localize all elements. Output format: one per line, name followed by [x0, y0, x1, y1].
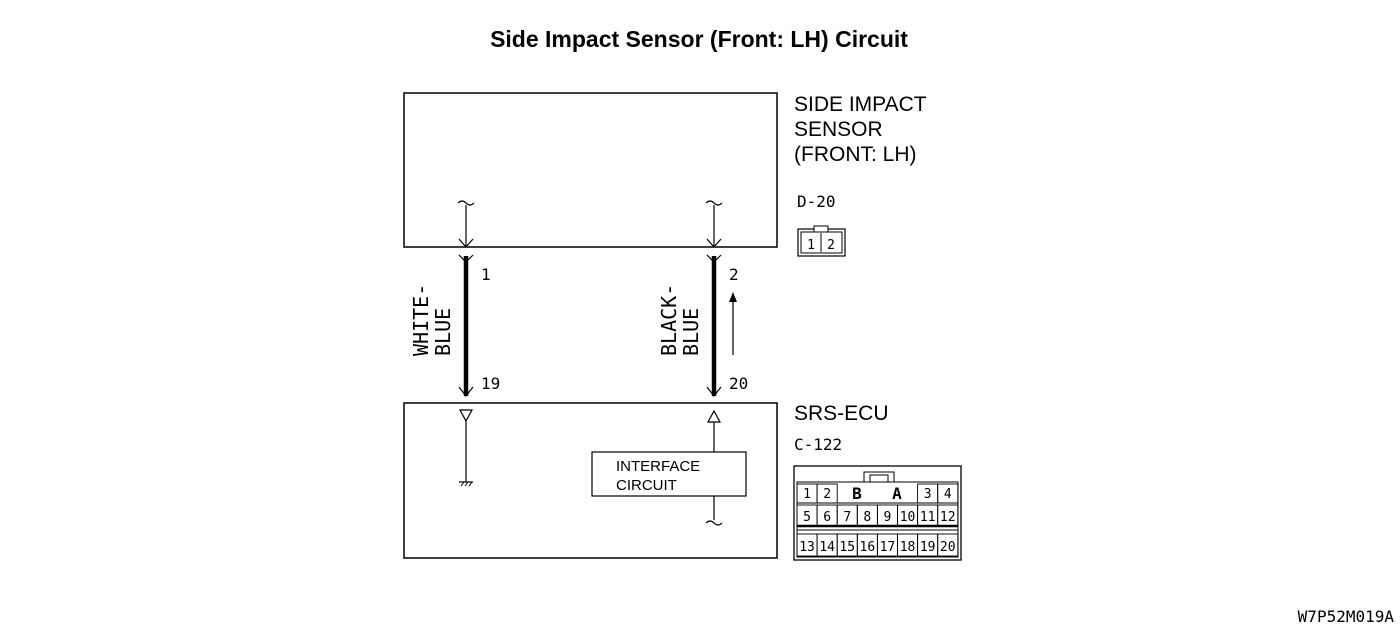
ecu-connector-pin-16: 16: [860, 540, 876, 555]
ecu-connector-pin-5: 5: [803, 510, 811, 525]
ecu-connector-code: C-122: [794, 435, 842, 454]
sensor-connector-code: D-20: [797, 192, 836, 211]
ecu-connector-pin-1: 1: [803, 487, 811, 502]
wire-2-sensor-pin: 2: [729, 265, 739, 284]
ecu-connector-pin-19: 19: [920, 540, 936, 555]
ecu-name: SRS-ECU: [794, 402, 889, 425]
ecu-connector-pin-4-cell: [937, 483, 959, 504]
ecu-box: [403, 402, 778, 559]
sensor-connector-pin-1: 1: [807, 238, 815, 253]
wire-2-color-line-1: BLACK-: [657, 284, 681, 356]
interface-circuit-box: [591, 451, 747, 497]
wire-1-ecu-pin: 19: [481, 374, 500, 393]
ecu-connector-pin-12-cell: [937, 504, 959, 527]
current-direction-arrow: [729, 292, 737, 355]
sensor-name-line-2: SENSOR: [794, 118, 883, 141]
wire-1-color-line-2: BLUE: [431, 308, 455, 356]
sensor-box: [403, 92, 778, 248]
ecu-connector-pin-20-cell: [937, 533, 959, 557]
ecu-connector-pin-13: 13: [799, 540, 815, 555]
wire-2-color-line-2: BLUE: [679, 308, 703, 356]
diagram-title: Side Impact Sensor (Front: LH) Circuit: [490, 26, 908, 52]
ecu-connector-pin-9: 9: [884, 510, 892, 525]
ecu-connector-pin-17: 17: [880, 540, 896, 555]
ecu-connector-pin-18: 18: [900, 540, 916, 555]
wire-1: [457, 200, 475, 487]
ecu-connector-pin-14: 14: [819, 540, 835, 555]
ecu-connector-pin-10: 10: [900, 510, 916, 525]
interface-circuit-line-2: CIRCUIT: [616, 477, 677, 494]
ecu-connector-pin-2: 2: [823, 487, 831, 502]
ecu-connector-label-a: A: [892, 484, 902, 503]
sensor-connector-pin-2: 2: [827, 238, 835, 253]
wire-2: [705, 200, 723, 526]
wire-2-ecu-pin: 20: [729, 374, 748, 393]
ecu-connector-pin-12: 12: [940, 510, 956, 525]
wire-2-color-label: BLACK- BLUE: [657, 284, 703, 356]
ecu-connector-pin-2-cell: [816, 483, 838, 504]
wire-1-sensor-pin: 1: [481, 265, 491, 284]
ecu-connector-pin-7: 7: [843, 510, 851, 525]
ecu-connector-pin-15: 15: [839, 540, 855, 555]
sensor-connector-icon: 1 2: [797, 225, 846, 257]
ecu-connector-pin-4: 4: [944, 487, 952, 502]
wire-1-color-line-1: WHITE-: [409, 284, 433, 356]
ecu-connector-pin-20: 20: [940, 540, 956, 555]
sensor-name-line-3: (FRONT: LH): [794, 143, 917, 166]
ecu-connector-pin-8: 8: [863, 510, 871, 525]
ecu-connector-pin-3: 3: [924, 487, 932, 502]
interface-circuit-line-1: INTERFACE: [616, 458, 700, 475]
ecu-connector-pin-11: 11: [920, 510, 936, 525]
wire-1-color-label: WHITE- BLUE: [409, 284, 455, 356]
ecu-connector-pin-6: 6: [823, 510, 831, 525]
ecu-connector-label-b: B: [852, 484, 862, 503]
diagram-code: W7P52M019A: [1298, 607, 1395, 626]
sensor-name-line-1: SIDE IMPACT: [794, 93, 927, 116]
